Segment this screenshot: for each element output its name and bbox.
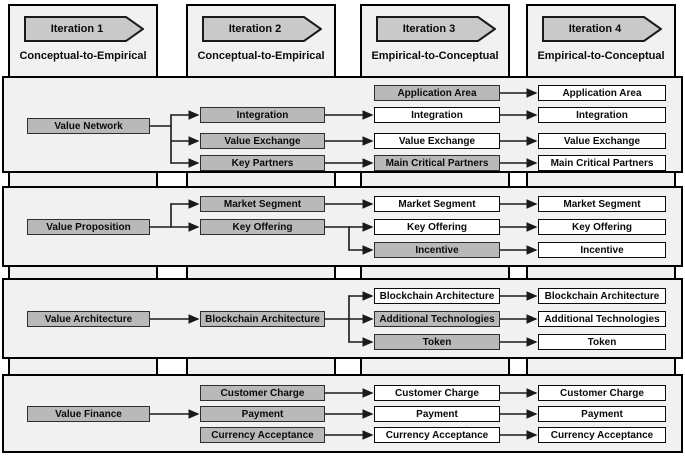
node-key-offering-it3: Key Offering <box>374 219 500 235</box>
node-main-critical-partners-it3: Main Critical Partners <box>374 155 500 171</box>
iteration-subtitle: Empirical-to-Conceptual <box>537 50 665 62</box>
node-currency-acceptance-it3: Currency Acceptance <box>374 427 500 443</box>
node-payment-it3: Payment <box>374 406 500 422</box>
node-currency-acceptance-it2: Currency Acceptance <box>200 427 325 443</box>
node-customer-charge-it2: Customer Charge <box>200 385 325 401</box>
node-additional-technologies-it3: Additional Technologies <box>374 311 500 327</box>
node-market-segment-it4: Market Segment <box>538 196 666 212</box>
iteration-subtitle: Conceptual-to-Empirical <box>19 50 147 62</box>
iteration-banner-arrow-icon: Iteration 2 <box>202 16 322 42</box>
iteration-label: Iteration 2 <box>228 23 282 35</box>
node-blockchain-architecture-it2: Blockchain Architecture <box>200 311 325 327</box>
iteration-label: Iteration 4 <box>568 23 622 35</box>
iteration-label: Iteration 3 <box>402 23 456 35</box>
node-value-finance: Value Finance <box>27 406 150 422</box>
node-value-exchange-it2: Value Exchange <box>200 133 325 149</box>
node-currency-acceptance-it4: Currency Acceptance <box>538 427 666 443</box>
node-key-partners-it2: Key Partners <box>200 155 325 171</box>
node-value-exchange-it3: Value Exchange <box>374 133 500 149</box>
node-integration-it4: Integration <box>538 107 666 123</box>
node-customer-charge-it4: Customer Charge <box>538 385 666 401</box>
node-value-architecture: Value Architecture <box>27 311 150 327</box>
iteration-subtitle: Conceptual-to-Empirical <box>197 50 325 62</box>
node-token-it4: Token <box>538 334 666 350</box>
iteration-banner-arrow-icon: Iteration 4 <box>542 16 662 42</box>
iteration-label: Iteration 1 <box>50 23 104 35</box>
node-blockchain-architecture-it4: Blockchain Architecture <box>538 288 666 304</box>
node-market-segment-it3: Market Segment <box>374 196 500 212</box>
node-integration-it2: Integration <box>200 107 325 123</box>
node-market-segment-it2: Market Segment <box>200 196 325 212</box>
iteration-banner-arrow-icon: Iteration 1 <box>24 16 144 42</box>
node-integration-it3: Integration <box>374 107 500 123</box>
node-key-offering-it2: Key Offering <box>200 219 325 235</box>
node-token-it3: Token <box>374 334 500 350</box>
node-incentive-it4: Incentive <box>538 242 666 258</box>
node-incentive-it3: Incentive <box>374 242 500 258</box>
node-additional-technologies-it4: Additional Technologies <box>538 311 666 327</box>
node-payment-it4: Payment <box>538 406 666 422</box>
node-customer-charge-it3: Customer Charge <box>374 385 500 401</box>
node-payment-it2: Payment <box>200 406 325 422</box>
node-key-offering-it4: Key Offering <box>538 219 666 235</box>
iteration-banner-arrow-icon: Iteration 3 <box>376 16 496 42</box>
node-value-network: Value Network <box>27 118 150 134</box>
node-value-exchange-it4: Value Exchange <box>538 133 666 149</box>
node-value-proposition: Value Proposition <box>27 219 150 235</box>
node-application-area-it3: Application Area <box>374 85 500 101</box>
iteration-subtitle: Empirical-to-Conceptual <box>371 50 499 62</box>
node-blockchain-architecture-it3: Blockchain Architecture <box>374 288 500 304</box>
node-main-critical-partners-it4: Main Critical Partners <box>538 155 666 171</box>
node-application-area-it4: Application Area <box>538 85 666 101</box>
